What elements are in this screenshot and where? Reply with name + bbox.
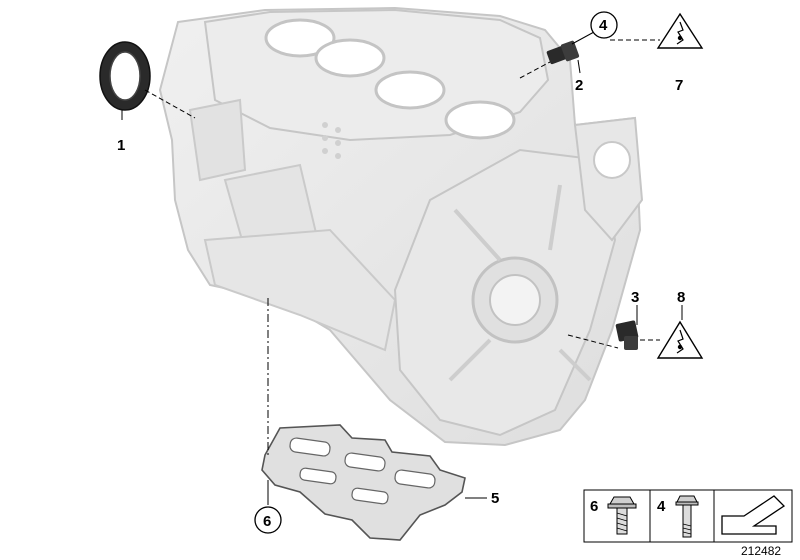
leader-lines <box>121 31 683 505</box>
shaft-seal-part <box>99 41 151 111</box>
stiffener-plate-part <box>261 424 466 541</box>
callout-2: 2 <box>575 77 583 94</box>
warning-triangle-icon <box>656 12 704 49</box>
callout-6: 6 <box>263 513 271 530</box>
crankshaft-sensor-part <box>615 320 639 350</box>
fastener-legend: 6 4 <box>583 489 793 543</box>
callout-circle <box>590 11 618 39</box>
legend-item-4-label: 4 <box>657 498 666 515</box>
callout-1: 1 <box>117 137 125 154</box>
part-arrow-icon <box>721 495 786 535</box>
callout-5: 5 <box>491 490 499 507</box>
diagram-code: 212482 <box>741 544 781 558</box>
callout-circle <box>254 506 282 534</box>
knock-sensor-part <box>546 40 580 65</box>
callout-3: 3 <box>631 289 639 306</box>
long-bolt-icon <box>675 495 699 538</box>
warning-triangle-icon <box>656 320 704 359</box>
callout-7: 7 <box>675 77 683 94</box>
callout-4: 4 <box>599 17 608 34</box>
engine-block <box>158 6 644 447</box>
hex-flange-bolt-icon <box>607 496 637 535</box>
legend-item-6-label: 6 <box>590 498 598 515</box>
callout-8: 8 <box>677 289 685 306</box>
